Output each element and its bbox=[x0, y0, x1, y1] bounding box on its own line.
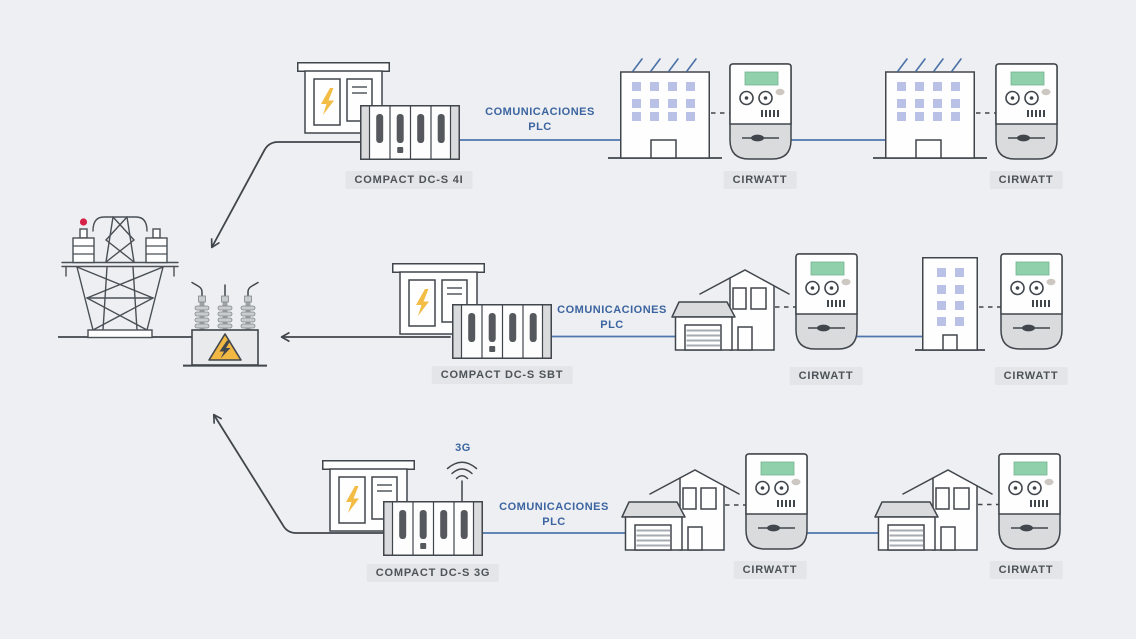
arrow-row1-to-grid bbox=[210, 141, 363, 249]
plc-comms-label: COMUNICACIONES PLC bbox=[485, 105, 595, 135]
arrow-row3-to-grid bbox=[212, 413, 386, 534]
plc-comms-line1: COMUNICACIONES bbox=[557, 304, 667, 316]
transmission-tower-icon bbox=[61, 216, 179, 339]
meter-label: CIRWATT bbox=[989, 171, 1063, 189]
plc-concentrator-icon bbox=[360, 105, 460, 160]
meter-link-dashed-lines bbox=[711, 112, 1001, 506]
transformer-icon bbox=[183, 281, 267, 367]
office-building-icon bbox=[872, 58, 988, 159]
office-building-icon bbox=[607, 58, 723, 159]
plc-comms-line2: PLC bbox=[542, 516, 566, 528]
concentrator-label: COMPACT DC-S SBT bbox=[431, 366, 573, 384]
concentrator-label: COMPACT DC-S 4I bbox=[345, 171, 473, 189]
apartment-building-icon bbox=[914, 256, 986, 351]
house-with-garage-icon bbox=[671, 269, 790, 351]
high-voltage-warning-icon bbox=[208, 333, 242, 361]
plc-comms-label: COMUNICACIONES PLC bbox=[557, 303, 667, 333]
smart-meter-icon bbox=[998, 453, 1061, 550]
smart-meter-icon bbox=[745, 453, 808, 550]
smart-meter-icon bbox=[795, 253, 858, 350]
smart-meter-icon bbox=[995, 63, 1058, 160]
3g-antenna-icon bbox=[446, 461, 478, 504]
concentrator-label: COMPACT DC-S 3G bbox=[366, 564, 500, 582]
meter-label: CIRWATT bbox=[989, 561, 1063, 579]
house-with-garage-icon bbox=[621, 469, 740, 551]
arrows-to-grid bbox=[210, 141, 451, 534]
house-with-garage-icon bbox=[874, 469, 993, 551]
meter-label: CIRWATT bbox=[723, 171, 797, 189]
antenna-3g-label: 3G bbox=[455, 442, 471, 454]
meter-label: CIRWATT bbox=[733, 561, 807, 579]
meter-label: CIRWATT bbox=[994, 367, 1068, 385]
plc-lines bbox=[459, 139, 923, 534]
plc-comms-line2: PLC bbox=[528, 121, 552, 133]
smart-meter-icon bbox=[1000, 253, 1063, 350]
plc-comms-line2: PLC bbox=[600, 319, 624, 331]
plc-concentrator-icon bbox=[452, 304, 552, 359]
smart-meter-icon bbox=[729, 63, 792, 160]
plc-comms-label: COMUNICACIONES PLC bbox=[499, 500, 609, 530]
plc-comms-line1: COMUNICACIONES bbox=[485, 106, 595, 118]
plc-comms-line1: COMUNICACIONES bbox=[499, 501, 609, 513]
transformer-bushings bbox=[191, 281, 259, 330]
meter-label: CIRWATT bbox=[789, 367, 863, 385]
plc-concentrator-icon bbox=[383, 501, 483, 556]
